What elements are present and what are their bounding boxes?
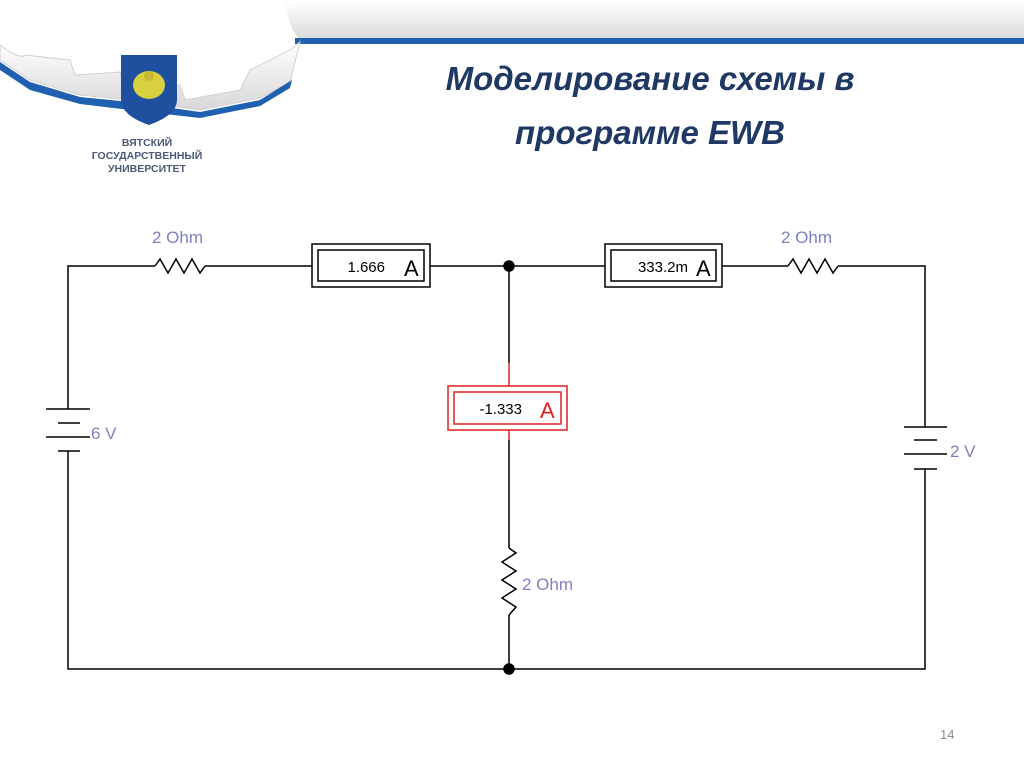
junction-dot <box>503 260 515 272</box>
resistor-middle <box>500 547 518 616</box>
battery-left-label: 6 V <box>91 424 117 443</box>
resistor-right <box>787 257 839 275</box>
title-line-2: программе EWB <box>515 114 785 151</box>
page-number: 14 <box>940 727 955 742</box>
battery-left <box>46 408 90 452</box>
resistor-left <box>154 257 206 275</box>
ammeter-right-value: 333.2m <box>638 259 688 276</box>
junction-dot <box>503 663 515 675</box>
resistor-left-label: 2 Ohm <box>152 228 203 247</box>
university-line: ГОСУДАРСТВЕННЫЙ <box>91 150 203 162</box>
battery-right <box>904 426 947 470</box>
title-line-1: Моделирование схемы в <box>445 60 855 97</box>
university-line: УНИВЕРСИТЕТ <box>108 163 186 175</box>
ammeter-middle-value: -1.333 <box>479 401 522 418</box>
ammeter-right-unit: A <box>696 256 711 281</box>
battery-right-label: 2 V <box>950 442 976 461</box>
university-line: ВЯТСКИЙ <box>121 137 173 149</box>
ammeter-middle <box>447 385 568 431</box>
ammeter-left-value: 1.666 <box>347 259 385 276</box>
resistor-right-label: 2 Ohm <box>781 228 832 247</box>
ammeter-right <box>604 243 723 288</box>
ammeter-middle-unit: A <box>540 398 555 423</box>
ribbon-banner <box>0 1 1024 125</box>
university-crest <box>121 55 177 125</box>
wire <box>67 451 926 670</box>
ammeter-left <box>311 243 431 288</box>
slide-title: Моделирование схемы в программе EWB <box>330 52 970 160</box>
wire <box>67 265 926 427</box>
resistor-middle-label: 2 Ohm <box>522 575 573 594</box>
university-name: ВЯТСКИЙ ГОСУДАРСТВЕННЫЙ УНИВЕРСИТЕТ <box>72 137 222 176</box>
ammeter-left-unit: A <box>404 256 419 281</box>
